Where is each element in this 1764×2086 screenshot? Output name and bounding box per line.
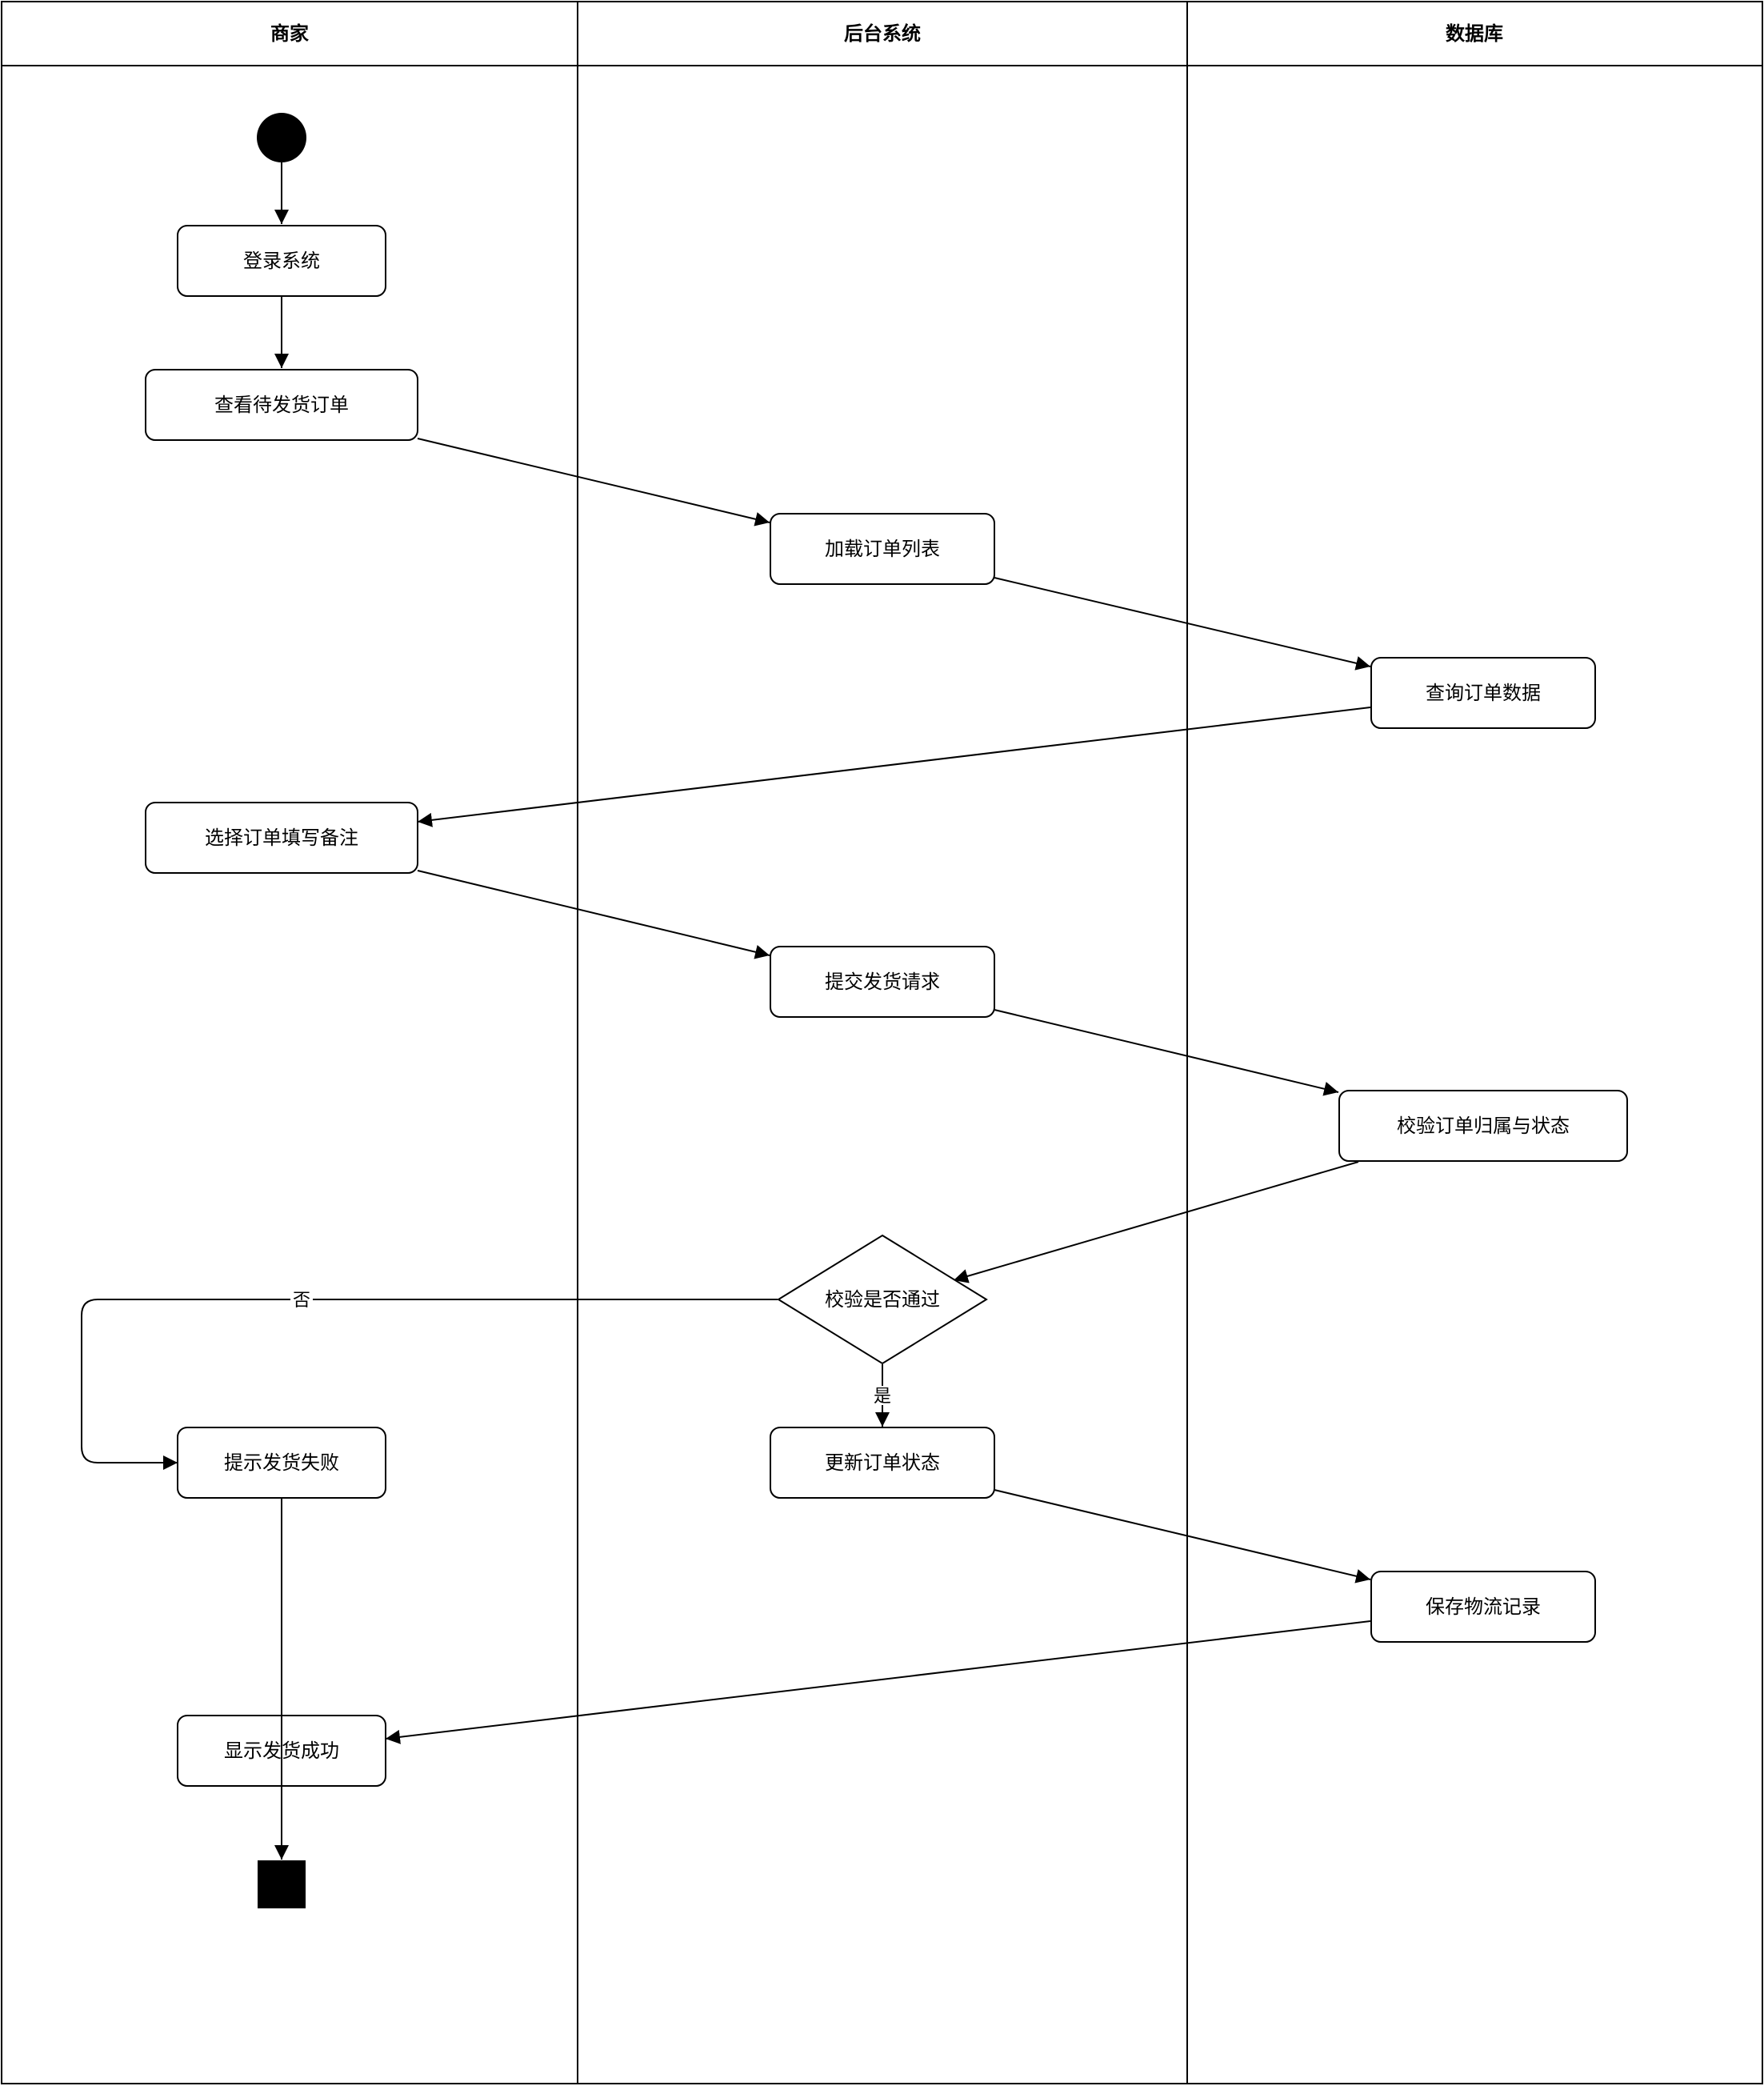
node-update-status-box [770,1427,995,1499]
edge-label-no: 否 [293,1291,310,1311]
edge-query-to-select [417,707,1371,827]
node-login-label: 登录系统 [243,250,320,272]
node-view-orders-box [145,369,418,441]
node-login: 登录系统 [177,225,386,297]
node-query-data-box [1370,657,1596,729]
node-view-orders: 查看待发货订单 [145,369,418,441]
end-node [258,1860,306,1908]
node-submit-request: 提交发货请求 [770,946,995,1018]
edge-view-to-load [417,438,770,527]
node-update-status-label: 更新订单状态 [825,1451,940,1474]
node-verify-order: 校验订单归属与状态 [1338,1090,1628,1162]
edge-update-to-save [994,1489,1371,1584]
node-login-box [177,225,386,297]
edge-verify-to-decision [953,1161,1359,1283]
lane-backend [577,1,1188,2084]
edge-label-yes-bg [871,1386,894,1405]
node-query-data: 查询订单数据 [1370,657,1596,729]
node-load-list: 加载订单列表 [770,513,995,585]
node-verify-order-box [1338,1090,1628,1162]
edge-save-to-success [385,1620,1371,1744]
edge-label-yes: 是 [874,1387,891,1407]
node-load-list-label: 加载订单列表 [825,538,940,560]
edge-select-to-submit [417,870,770,959]
nodes: 登录系统 查看待发货订单 加载订单列表 查询订单数据 选择订单填写备注 提交发货… [145,113,1628,1908]
node-select-order-label: 选择订单填写备注 [205,827,358,849]
lane-title-database: 数据库 [1446,22,1503,45]
node-show-success-label: 显示发货成功 [224,1740,339,1762]
node-select-order: 选择订单填写备注 [145,802,418,874]
node-submit-request-box [770,946,995,1018]
edge-load-to-query [994,577,1371,671]
edge-label-no-bg [290,1290,313,1309]
node-query-data-label: 查询订单数据 [1426,682,1541,704]
edge-decision-no [81,1299,778,1470]
node-load-list-box [770,513,995,585]
node-view-orders-label: 查看待发货订单 [214,394,349,416]
node-submit-request-label: 提交发货请求 [825,971,940,993]
node-decision: 校验是否通过 [777,1234,988,1365]
lane-database [1186,1,1763,2084]
node-show-fail-label: 提示发货失败 [224,1451,339,1474]
node-show-success: 显示发货成功 [177,1715,386,1787]
edge-labels: 否 是 [290,1290,894,1407]
node-select-order-box [145,802,418,874]
node-save-logistics-label: 保存物流记录 [1426,1596,1541,1618]
start-node [257,113,306,162]
lane-title-backend: 后台系统 [844,22,921,45]
node-save-logistics-box [1370,1571,1596,1643]
node-decision-label: 校验是否通过 [825,1288,940,1311]
edge-submit-to-verify [994,1009,1339,1096]
node-update-status: 更新订单状态 [770,1427,995,1499]
edges [81,162,1371,1860]
node-show-fail-box [177,1427,386,1499]
lane-title-merchant: 商家 [270,22,309,45]
node-save-logistics: 保存物流记录 [1370,1571,1596,1643]
node-decision-diamond [777,1234,988,1365]
node-show-fail: 提示发货失败 [177,1427,386,1499]
node-verify-order-label: 校验订单归属与状态 [1397,1115,1570,1137]
